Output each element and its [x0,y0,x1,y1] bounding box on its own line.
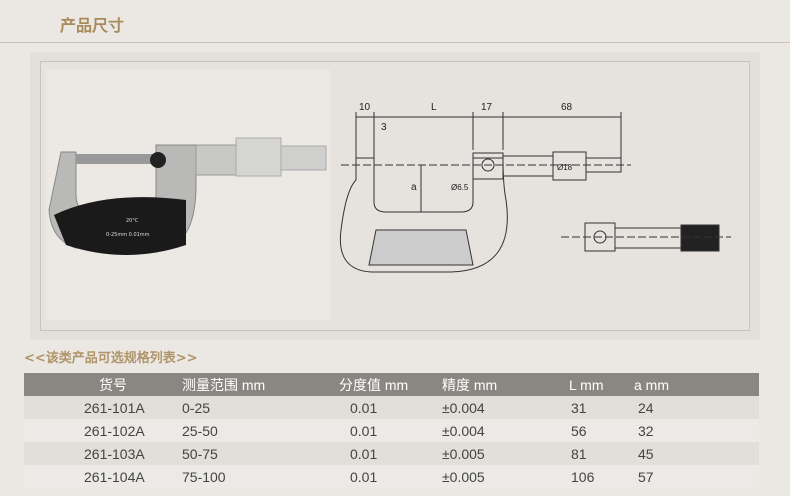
col-header: 货号 [82,373,182,396]
micrometer-photo: 20°C 0-25mm 0.01mm [46,70,330,320]
col-header: L mm [539,373,634,396]
table-cell: 106 [539,465,634,488]
dim-phi-6-5: Ø6.5 [451,183,469,192]
table-cell: 261-102A [82,419,182,442]
spec-table-heading: <<该类产品可选规格列表>> [24,351,198,366]
divider [0,42,790,43]
table-cell: 45 [634,442,759,465]
photo-range-label: 0-25mm 0.01mm [106,232,150,238]
dim-17: 17 [481,102,493,113]
col-header: 测量范围 mm [182,373,312,396]
header-spacer [24,373,82,396]
table-cell: 57 [634,465,759,488]
col-header: 精度 mm [424,373,539,396]
table-cell: 261-101A [82,396,182,419]
table-cell: 75-100 [182,465,312,488]
table-cell: 0.01 [312,419,424,442]
table-cell: ±0.004 [424,419,539,442]
table-cell: 0-25 [182,396,312,419]
table-cell: 261-103A [82,442,182,465]
table-cell: 0.01 [312,465,424,488]
photo-temp-label: 20°C [126,218,139,224]
table-cell: 56 [539,419,634,442]
table-cell: ±0.005 [424,442,539,465]
col-header: a mm [634,373,759,396]
row-spacer [24,396,82,419]
table-cell: 31 [539,396,634,419]
table-cell: ±0.004 [424,396,539,419]
panel-inner: 20°C 0-25mm 0.01mm 10 L [40,61,750,331]
table-cell: 32 [634,419,759,442]
row-spacer [24,419,82,442]
table-cell: 24 [634,396,759,419]
table-cell: 0.01 [312,396,424,419]
product-dimensions-panel: 20°C 0-25mm 0.01mm 10 L [30,52,760,340]
spec-table: 货号 测量范围 mm 分度值 mm 精度 mm L mm a mm 261-10… [24,373,759,488]
dim-a: a [411,182,417,193]
table-cell: 81 [539,442,634,465]
technical-drawing: 10 L 3 17 68 a Ø6.5 Ø18 [339,102,731,273]
table-cell: 261-104A [82,465,182,488]
dim-phi-18: Ø18 [557,163,573,172]
dim-68: 68 [561,102,573,113]
dim-L: L [431,102,437,113]
table-header: 货号 测量范围 mm 分度值 mm 精度 mm L mm a mm [24,373,759,396]
table-cell: 25-50 [182,419,312,442]
row-spacer [24,465,82,488]
dim-10: 10 [359,102,371,113]
table-cell: 50-75 [182,442,312,465]
table-cell: ±0.005 [424,465,539,488]
section-title: 产品尺寸 [60,16,125,35]
row-spacer [24,442,82,465]
table-cell: 0.01 [312,442,424,465]
col-header: 分度值 mm [312,373,424,396]
dim-3: 3 [381,122,387,133]
